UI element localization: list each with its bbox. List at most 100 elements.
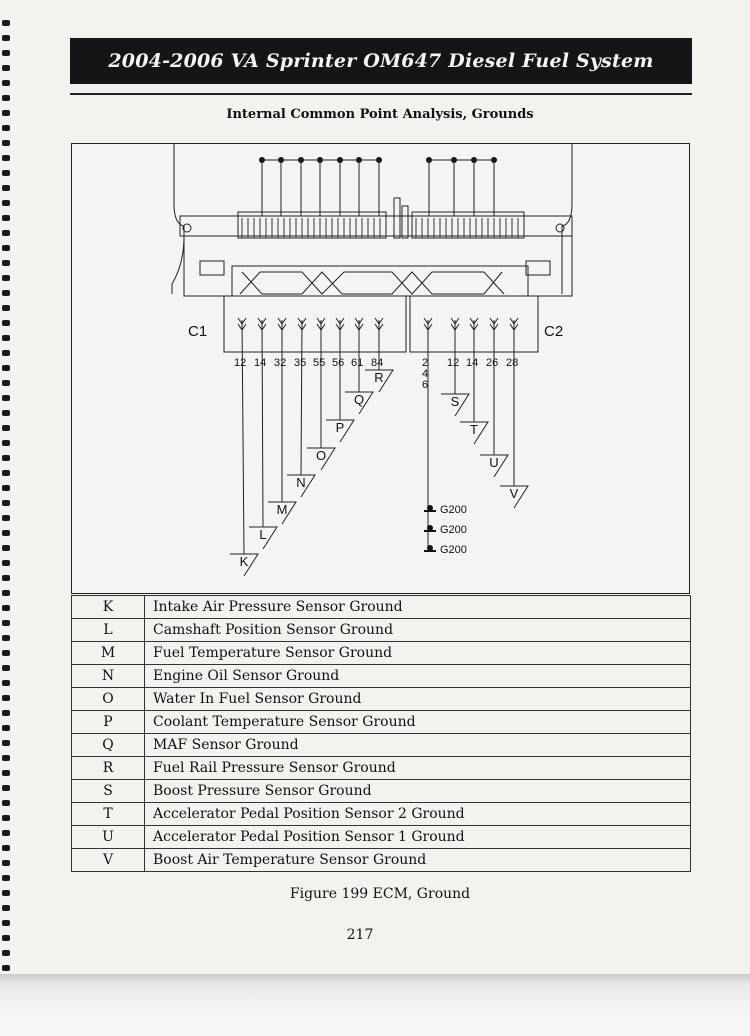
c2-pin-label: 2 bbox=[422, 357, 428, 369]
sensor-ground-marker: L bbox=[249, 526, 278, 550]
binding-hole bbox=[2, 275, 10, 281]
svg-text:R: R bbox=[374, 370, 383, 385]
sensor-ground-marker: U bbox=[480, 454, 509, 478]
binding-hole bbox=[2, 455, 10, 461]
sensor-ground-marker: O bbox=[307, 447, 336, 471]
legend-letter: P bbox=[71, 710, 145, 734]
binding-hole bbox=[2, 950, 10, 956]
binding-hole bbox=[2, 395, 10, 401]
sensor-ground-marker: P bbox=[326, 419, 355, 443]
c1-pin-label: 61 bbox=[351, 357, 363, 369]
connector-c1-label: C1 bbox=[188, 323, 207, 340]
spiral-binding bbox=[2, 20, 10, 971]
legend-description: Water In Fuel Sensor Ground bbox=[144, 687, 691, 711]
binding-hole bbox=[2, 230, 10, 236]
binding-hole bbox=[2, 530, 10, 536]
c1-pin-label: 84 bbox=[371, 357, 383, 369]
svg-text:U: U bbox=[489, 455, 498, 470]
binding-hole bbox=[2, 635, 10, 641]
binding-hole bbox=[2, 680, 10, 686]
svg-text:L: L bbox=[259, 527, 266, 542]
legend-letter: O bbox=[71, 687, 145, 711]
binding-hole bbox=[2, 365, 10, 371]
binding-hole bbox=[2, 80, 10, 86]
binding-hole bbox=[2, 575, 10, 581]
sensor-ground-marker: M bbox=[268, 501, 297, 525]
legend-letter: T bbox=[71, 802, 145, 826]
svg-text:Q: Q bbox=[354, 392, 364, 407]
legend-description: Engine Oil Sensor Ground bbox=[144, 664, 691, 688]
binding-hole bbox=[2, 140, 10, 146]
binding-hole bbox=[2, 590, 10, 596]
svg-text:T: T bbox=[470, 422, 478, 437]
binding-hole bbox=[2, 725, 10, 731]
binding-hole bbox=[2, 290, 10, 296]
svg-text:N: N bbox=[296, 475, 305, 490]
c1-pin-label: 35 bbox=[294, 357, 306, 369]
binding-hole bbox=[2, 50, 10, 56]
binding-hole bbox=[2, 380, 10, 386]
legend-description: Accelerator Pedal Position Sensor 2 Grou… bbox=[144, 802, 691, 826]
binding-hole bbox=[2, 620, 10, 626]
legend-description: Coolant Temperature Sensor Ground bbox=[144, 710, 691, 734]
svg-text:G200: G200 bbox=[440, 544, 467, 556]
binding-hole bbox=[2, 470, 10, 476]
sensor-ground-marker: Q bbox=[345, 391, 374, 415]
c2-pin-label: 4 bbox=[422, 368, 428, 380]
binding-hole bbox=[2, 110, 10, 116]
figure-caption: Figure 199 ECM, Ground bbox=[289, 886, 471, 902]
sensor-ground-marker: V bbox=[500, 485, 529, 509]
binding-hole bbox=[2, 305, 10, 311]
legend-letter: K bbox=[71, 595, 145, 619]
sensor-ground-marker: K bbox=[230, 553, 259, 577]
binding-hole bbox=[2, 890, 10, 896]
c1-pin-label: 12 bbox=[234, 357, 246, 369]
svg-text:M: M bbox=[277, 502, 288, 517]
svg-text:K: K bbox=[240, 554, 249, 569]
legend-letter: M bbox=[71, 641, 145, 665]
binding-hole bbox=[2, 755, 10, 761]
page-number: 217 bbox=[346, 927, 374, 943]
binding-hole bbox=[2, 35, 10, 41]
binding-hole bbox=[2, 965, 10, 971]
binding-hole bbox=[2, 845, 10, 851]
legend-description: Camshaft Position Sensor Ground bbox=[144, 618, 691, 642]
binding-hole bbox=[2, 860, 10, 866]
section-subtitle: Internal Common Point Analysis, Grounds bbox=[226, 107, 534, 122]
binding-hole bbox=[2, 545, 10, 551]
binding-hole bbox=[2, 260, 10, 266]
binding-hole bbox=[2, 65, 10, 71]
legend-description: Boost Air Temperature Sensor Ground bbox=[144, 848, 691, 872]
binding-hole bbox=[2, 425, 10, 431]
legend-letter: V bbox=[71, 848, 145, 872]
svg-text:S: S bbox=[451, 394, 460, 409]
sensor-ground-marker: T bbox=[460, 421, 489, 445]
binding-hole bbox=[2, 200, 10, 206]
page-bottom-edge bbox=[0, 974, 750, 1036]
binding-hole bbox=[2, 830, 10, 836]
legend-description: Intake Air Pressure Sensor Ground bbox=[144, 595, 691, 619]
binding-hole bbox=[2, 935, 10, 941]
binding-hole bbox=[2, 920, 10, 926]
binding-hole bbox=[2, 560, 10, 566]
binding-hole bbox=[2, 605, 10, 611]
page-title: 2004-2006 VA Sprinter OM647 Diesel Fuel … bbox=[70, 38, 692, 84]
binding-hole bbox=[2, 875, 10, 881]
binding-hole bbox=[2, 800, 10, 806]
c2-pin-label: 28 bbox=[506, 357, 518, 369]
sensor-ground-marker: S bbox=[441, 393, 470, 417]
binding-hole bbox=[2, 215, 10, 221]
binding-hole bbox=[2, 515, 10, 521]
legend-description: Accelerator Pedal Position Sensor 1 Grou… bbox=[144, 825, 691, 849]
binding-hole bbox=[2, 20, 10, 26]
svg-text:P: P bbox=[336, 420, 345, 435]
c1-pin-label: 32 bbox=[274, 357, 286, 369]
